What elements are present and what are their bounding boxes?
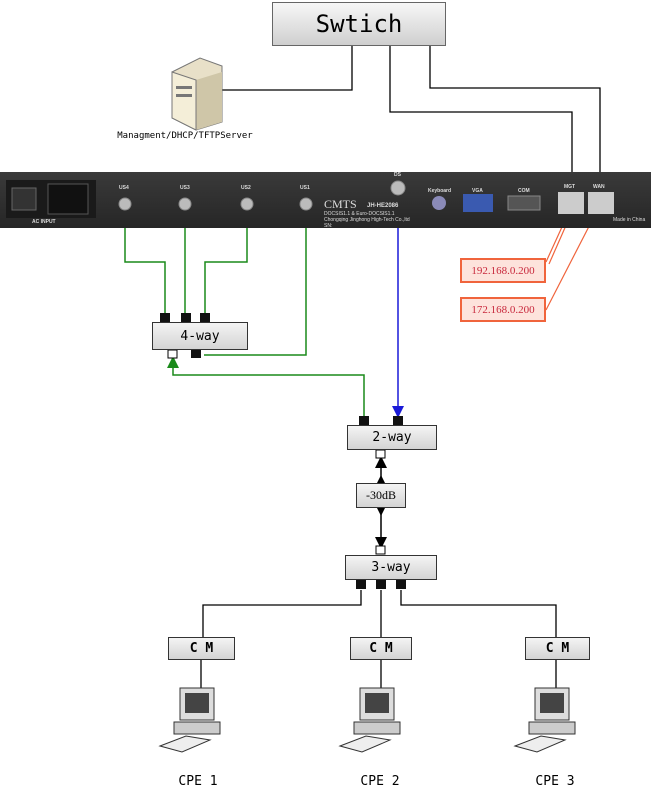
port-mgt-label: MGT — [564, 184, 576, 190]
cpe-1-label: CPE 1 — [178, 774, 218, 789]
server-icon — [171, 57, 223, 131]
switch-mgt-link — [389, 46, 573, 195]
wan-ip-label: 172.168.0.200 — [460, 297, 546, 322]
cmts-ports-graphics — [6, 180, 614, 218]
port-wan-label: WAN — [593, 184, 605, 190]
server-label: Managment/DHCP/TFTPServer — [117, 131, 253, 141]
power-label: AC INPUT — [32, 219, 56, 225]
computer-icons — [158, 687, 576, 753]
port-vga-label: VGA — [472, 188, 483, 194]
cmts-panel: AC INPUT US4 US3 US2 US1 DS Keyboard VGA… — [0, 172, 651, 229]
cmts-brand: CMTS — [324, 197, 357, 211]
mgt-ip-label: 192.168.0.200 — [460, 258, 546, 283]
switch-box: Swtich — [272, 2, 446, 46]
port-us2-label: US2 — [241, 185, 251, 191]
three-way-splitter: 3-way — [345, 555, 437, 580]
port-keyboard-label: Keyboard — [428, 188, 452, 194]
cpe-3-label: CPE 3 — [535, 774, 575, 789]
cable-modem-2: C M — [350, 637, 412, 660]
two-way-splitter: 2-way — [347, 425, 437, 450]
cable-modem-3: C M — [525, 637, 590, 660]
port-us4-label: US4 — [119, 185, 129, 191]
cmts-info-2: Chongqing Jinghong High-Tech Co.,ltd — [324, 217, 410, 223]
port-us1-label: US1 — [300, 185, 310, 191]
port-com-label: COM — [518, 188, 530, 194]
four-way-splitter: 4-way — [152, 322, 248, 350]
cable-modem-1: C M — [168, 637, 235, 660]
upstream-lines — [124, 215, 365, 416]
cmts-info-1: DOCSIS1.1 & Euro-DOCSIS1.1 — [324, 211, 395, 217]
switch-wan-link — [429, 46, 601, 195]
cpe-2-label: CPE 2 — [360, 774, 400, 789]
switch-label: Swtich — [315, 10, 403, 38]
cmts-model: JH-HE2086 — [367, 203, 399, 209]
made-in-label: Made in China — [613, 217, 646, 223]
port-ds-label: DS — [394, 172, 401, 178]
attenuator: -30dB — [356, 483, 406, 508]
switch-server-link — [222, 46, 353, 91]
cmts-info-3: SN: — [324, 223, 333, 229]
port-us3-label: US3 — [180, 185, 190, 191]
